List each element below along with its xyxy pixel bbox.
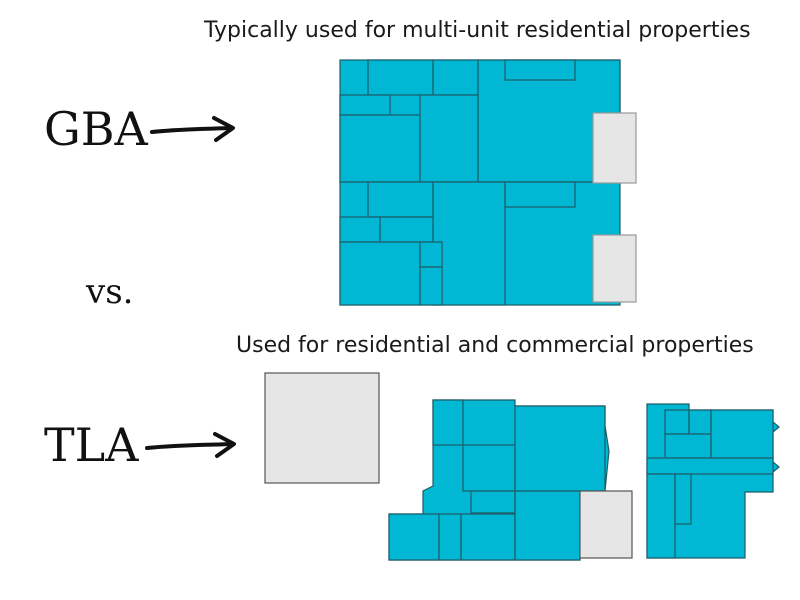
vs-label: vs. xyxy=(86,272,134,312)
tla-label: TLA xyxy=(44,418,139,472)
gba-garage-bottom xyxy=(592,234,637,303)
gba-caption: Typically used for multi-unit residentia… xyxy=(204,18,751,43)
gba-floor-plan xyxy=(339,59,637,306)
tla-floor-plan-right xyxy=(646,403,780,559)
right-arrow-icon xyxy=(150,116,235,142)
gba-garage-top xyxy=(592,112,637,184)
gba-label: GBA xyxy=(44,102,148,156)
right-arrow-icon xyxy=(145,432,236,458)
tla-caption: Used for residential and commercial prop… xyxy=(236,333,754,358)
tla-floor-plan-middle xyxy=(388,399,633,561)
excluded-area-square xyxy=(264,372,380,484)
